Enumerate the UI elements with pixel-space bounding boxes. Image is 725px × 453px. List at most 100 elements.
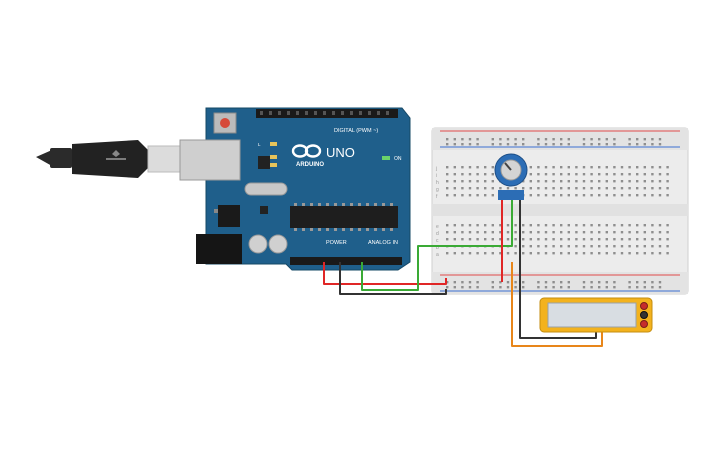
breadboard-hole[interactable]: [575, 194, 578, 197]
breadboard-hole[interactable]: [453, 166, 456, 169]
breadboard-hole[interactable]: [567, 231, 570, 234]
breadboard-hole[interactable]: [643, 224, 646, 227]
breadboard-hole[interactable]: [544, 224, 548, 227]
breadboard-hole[interactable]: [613, 166, 616, 169]
breadboard-hole[interactable]: [468, 187, 472, 190]
breadboard-hole[interactable]: [484, 173, 487, 176]
breadboard-hole[interactable]: [476, 143, 479, 146]
breadboard-hole[interactable]: [499, 252, 502, 255]
breadboard-hole[interactable]: [529, 231, 532, 234]
breadboard-hole[interactable]: [514, 138, 517, 141]
breadboard-hole[interactable]: [529, 224, 532, 227]
breadboard-hole[interactable]: [605, 173, 608, 176]
breadboard-hole[interactable]: [468, 166, 472, 169]
breadboard-hole[interactable]: [537, 173, 540, 176]
breadboard-hole[interactable]: [468, 252, 472, 255]
breadboard-hole[interactable]: [446, 187, 449, 190]
breadboard-hole[interactable]: [628, 231, 631, 234]
breadboard-hole[interactable]: [598, 281, 601, 284]
breadboard-hole[interactable]: [658, 143, 662, 146]
breadboard-hole[interactable]: [446, 143, 449, 146]
breadboard-hole[interactable]: [453, 238, 456, 241]
breadboard-hole[interactable]: [468, 173, 472, 176]
breadboard-hole[interactable]: [544, 281, 548, 284]
breadboard-hole[interactable]: [461, 194, 464, 197]
breadboard-hole[interactable]: [522, 143, 525, 146]
breadboard-hole[interactable]: [560, 238, 563, 241]
breadboard-hole[interactable]: [446, 231, 449, 234]
breadboard-hole[interactable]: [461, 231, 464, 234]
breadboard-hole[interactable]: [605, 138, 608, 141]
breadboard-hole[interactable]: [567, 224, 570, 227]
breadboard-hole[interactable]: [468, 194, 472, 197]
breadboard-hole[interactable]: [590, 180, 593, 183]
breadboard-hole[interactable]: [544, 187, 548, 190]
breadboard-hole[interactable]: [605, 194, 608, 197]
breadboard-hole[interactable]: [582, 138, 586, 141]
breadboard-hole[interactable]: [628, 166, 631, 169]
breadboard-hole[interactable]: [620, 224, 624, 227]
breadboard-hole[interactable]: [590, 187, 593, 190]
breadboard-hole[interactable]: [537, 252, 540, 255]
breadboard-hole[interactable]: [628, 224, 631, 227]
breadboard-hole[interactable]: [552, 245, 555, 248]
breadboard-hole[interactable]: [643, 180, 646, 183]
breadboard-hole[interactable]: [628, 180, 631, 183]
breadboard-hole[interactable]: [491, 194, 494, 197]
breadboard-hole[interactable]: [567, 138, 570, 141]
breadboard-hole[interactable]: [590, 173, 593, 176]
breadboard-hole[interactable]: [658, 238, 662, 241]
breadboard-hole[interactable]: [605, 231, 608, 234]
breadboard-hole[interactable]: [590, 245, 593, 248]
breadboard-hole[interactable]: [575, 180, 578, 183]
breadboard-hole[interactable]: [484, 194, 487, 197]
breadboard-hole[interactable]: [598, 138, 601, 141]
breadboard-hole[interactable]: [651, 238, 654, 241]
breadboard-hole[interactable]: [506, 238, 510, 241]
breadboard-hole[interactable]: [636, 286, 639, 289]
breadboard-hole[interactable]: [537, 245, 540, 248]
breadboard-hole[interactable]: [651, 180, 654, 183]
breadboard-hole[interactable]: [598, 194, 601, 197]
breadboard-hole[interactable]: [658, 173, 662, 176]
breadboard-hole[interactable]: [582, 231, 586, 234]
breadboard-hole[interactable]: [476, 173, 479, 176]
breadboard-hole[interactable]: [605, 281, 608, 284]
breadboard-hole[interactable]: [544, 231, 548, 234]
breadboard-hole[interactable]: [575, 231, 578, 234]
breadboard-hole[interactable]: [514, 231, 517, 234]
breadboard-hole[interactable]: [567, 245, 570, 248]
breadboard-hole[interactable]: [613, 252, 616, 255]
breadboard-hole[interactable]: [666, 245, 669, 248]
breadboard-hole[interactable]: [567, 166, 570, 169]
breadboard-hole[interactable]: [476, 166, 479, 169]
breadboard-hole[interactable]: [499, 231, 502, 234]
breadboard-hole[interactable]: [446, 166, 449, 169]
breadboard-hole[interactable]: [643, 173, 646, 176]
breadboard-hole[interactable]: [491, 224, 494, 227]
breadboard-hole[interactable]: [613, 180, 616, 183]
breadboard-hole[interactable]: [666, 173, 669, 176]
breadboard-hole[interactable]: [537, 286, 540, 289]
potentiometer-icon[interactable]: [494, 153, 528, 200]
breadboard-hole[interactable]: [560, 224, 563, 227]
breadboard-hole[interactable]: [651, 166, 654, 169]
breadboard-hole[interactable]: [613, 194, 616, 197]
breadboard-hole[interactable]: [598, 187, 601, 190]
breadboard-hole[interactable]: [643, 238, 646, 241]
breadboard-hole[interactable]: [506, 281, 510, 284]
breadboard-hole[interactable]: [560, 166, 563, 169]
breadboard-hole[interactable]: [628, 138, 631, 141]
breadboard-hole[interactable]: [446, 173, 449, 176]
breadboard-hole[interactable]: [453, 143, 456, 146]
breadboard-hole[interactable]: [484, 187, 487, 190]
breadboard-hole[interactable]: [636, 224, 639, 227]
breadboard-hole[interactable]: [567, 238, 570, 241]
breadboard-hole[interactable]: [506, 231, 510, 234]
breadboard-hole[interactable]: [628, 281, 631, 284]
breadboard-hole[interactable]: [628, 194, 631, 197]
breadboard-hole[interactable]: [628, 245, 631, 248]
breadboard-hole[interactable]: [544, 138, 548, 141]
breadboard-hole[interactable]: [522, 245, 525, 248]
